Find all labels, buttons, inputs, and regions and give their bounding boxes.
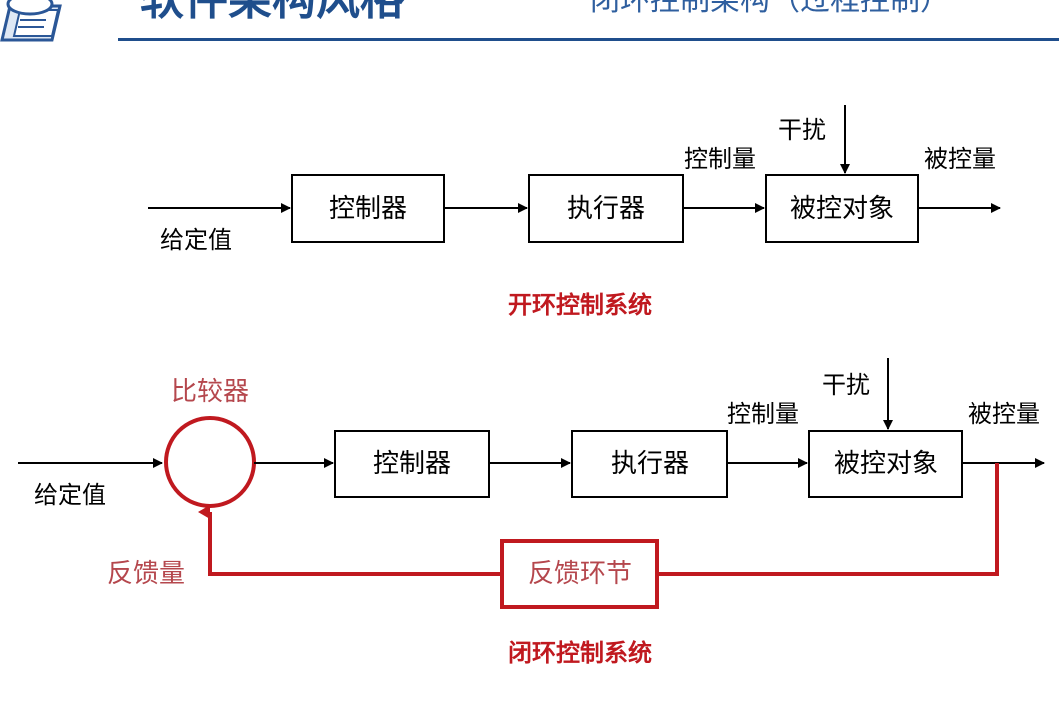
open-actuator-block bbox=[528, 174, 684, 243]
open-loop-diagram: 给定值 控制器 执行器 控制量 被控对象 干扰 被控量 开环控制系统 bbox=[148, 105, 1001, 319]
header-divider bbox=[118, 38, 1059, 41]
comparator-label: 比较器 bbox=[171, 377, 249, 407]
open-controller-label: 控制器 bbox=[329, 194, 407, 224]
open-input-label: 给定值 bbox=[160, 226, 232, 254]
feedback-block bbox=[500, 539, 659, 609]
closed-actuator-block bbox=[571, 430, 728, 498]
closed-controller-label: 控制器 bbox=[373, 449, 451, 479]
feedback-path-right bbox=[657, 463, 999, 576]
open-control-signal-label: 控制量 bbox=[684, 145, 756, 173]
open-disturbance-label: 干扰 bbox=[778, 116, 826, 144]
slide-title: 软件架构风格 bbox=[140, 0, 404, 22]
slide-header: 软件架构风格 闭环控制架构（过程控制） bbox=[0, 0, 1059, 44]
book-logo-icon bbox=[0, 0, 118, 44]
open-loop-caption: 开环控制系统 bbox=[508, 291, 652, 319]
feedback-signal-label: 反馈量 bbox=[107, 559, 185, 589]
open-controller-block bbox=[291, 174, 445, 243]
comparator-circle bbox=[164, 416, 256, 508]
open-actuator-label: 执行器 bbox=[567, 194, 645, 224]
slide-subtitle: 闭环控制架构（过程控制） bbox=[590, 0, 950, 18]
open-output-label: 被控量 bbox=[924, 145, 996, 173]
closed-control-signal-label: 控制量 bbox=[727, 400, 799, 428]
closed-disturbance-label: 干扰 bbox=[822, 371, 870, 399]
feedback-path-left bbox=[198, 505, 502, 576]
closed-input-label: 给定值 bbox=[34, 481, 106, 509]
closed-actuator-label: 执行器 bbox=[611, 449, 689, 479]
feedback-block-label: 反馈环节 bbox=[528, 559, 632, 589]
closed-loop-caption: 闭环控制系统 bbox=[508, 639, 652, 667]
closed-controller-block bbox=[334, 430, 490, 498]
closed-loop-diagram: 给定值 比较器 控制器 执行器 控制量 被控对象 干扰 被控量 反馈环节 反馈量… bbox=[18, 358, 1045, 667]
closed-plant-label: 被控对象 bbox=[834, 449, 938, 479]
closed-plant-block bbox=[808, 430, 963, 498]
open-plant-label: 被控对象 bbox=[790, 194, 894, 224]
closed-output-label: 被控量 bbox=[968, 400, 1040, 428]
